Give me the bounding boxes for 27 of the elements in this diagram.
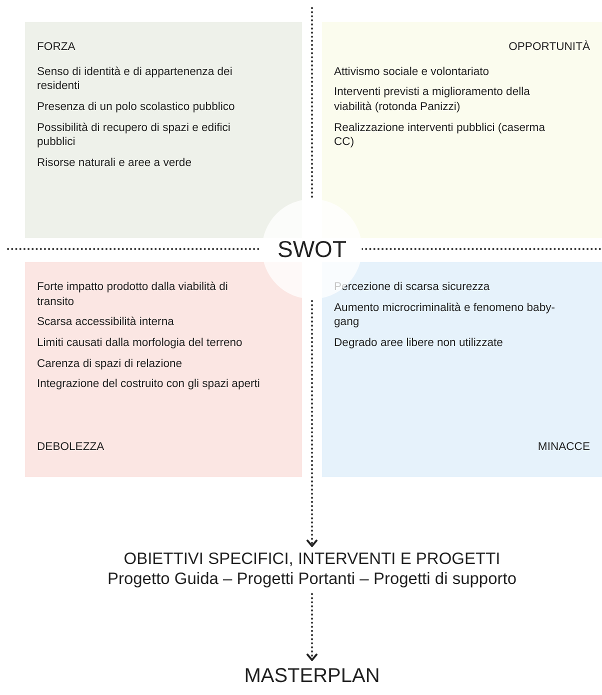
list-item: Scarsa accessibilità interna — [37, 315, 175, 330]
center-label: SWOT — [278, 236, 346, 262]
heading-text: OBIETTIVI SPECIFICI, INTERVENTI E PROGETTI — [124, 550, 500, 570]
list-item: Integrazione del costruito con gli spazi aperti — [37, 377, 261, 392]
list-item: Forte impatto prodotto dalla viabilità di transito — [37, 280, 229, 310]
dotted-arrow — [306, 593, 318, 661]
list-item: Percezione di scarsa sicurezza — [334, 280, 491, 295]
result-label: MASTERPLAN — [244, 664, 380, 688]
list-item: Aumento microcriminalità e fenomeno baby-gang — [334, 300, 556, 330]
list-item: Degrado aree libere non utilizzate — [334, 336, 504, 351]
quadrant-heading: MINACCE — [536, 440, 590, 455]
quadrant-heading: FORZA — [37, 40, 76, 55]
list-item: Senso di identità e di appartenenza dei residenti — [37, 64, 234, 94]
list-item: Risorse naturali e aree a verde — [37, 156, 192, 171]
quadrant-heading: OPPORTUNITÀ — [508, 40, 590, 55]
weaknesses-panel — [25, 262, 302, 477]
list-item: Limiti causati dalla morfologia del terreno — [37, 336, 244, 351]
quadrant-heading: DEBOLEZZA — [37, 440, 106, 455]
list-item: Interventi previsti a miglioramento della viabilità (rotonda Panizzi) — [334, 85, 531, 115]
dotted-arrow — [306, 300, 318, 547]
list-item: Presenza di un polo scolastico pubblico — [37, 100, 236, 115]
list-item: Attivismo sociale e volontariato — [334, 64, 490, 80]
list-item: Carenza di spazi di relazione — [37, 356, 184, 372]
threats-panel — [322, 262, 602, 477]
subheading-text: Progetto Guida – Progetti Portanti – Progetti di supporto — [107, 570, 517, 590]
list-item: Possibilità di recupero di spazi e edifici pubblici — [37, 120, 232, 150]
list-item: Realizzazione interventi pubblici (caserma CC) — [334, 120, 546, 150]
